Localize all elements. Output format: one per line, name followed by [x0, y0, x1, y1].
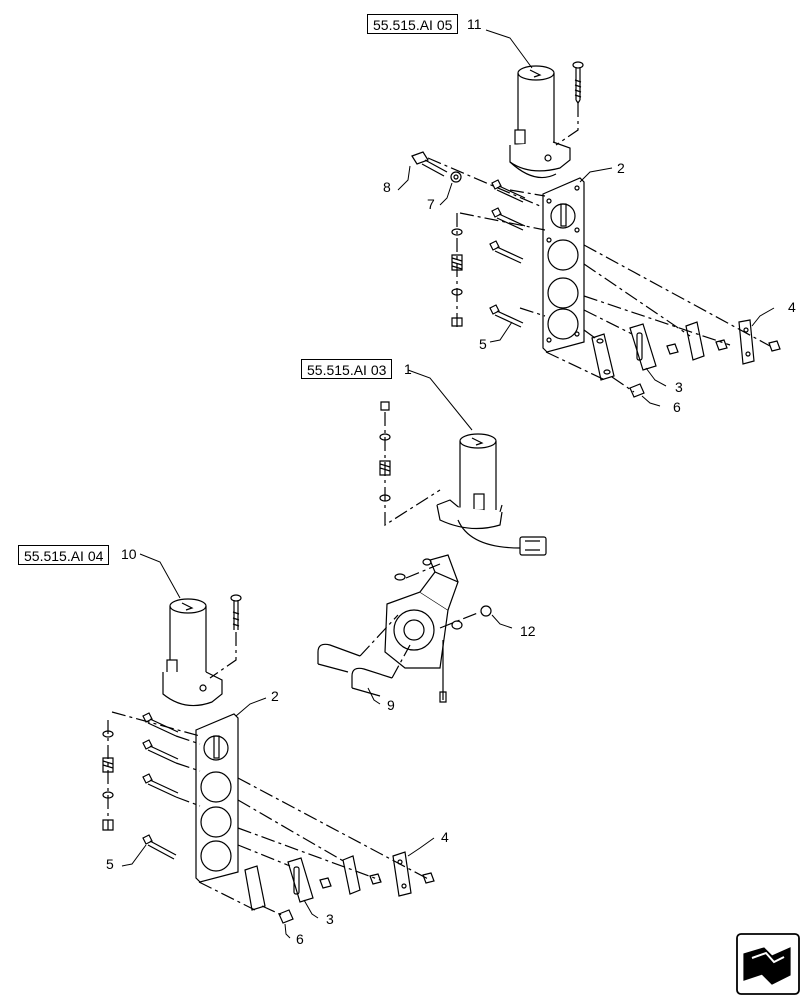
next-page-arrow-icon[interactable]: [736, 933, 800, 995]
callout-5-top: 5: [479, 336, 487, 352]
actuator-top: [509, 65, 571, 179]
plate-top: [542, 177, 585, 353]
callout-10: 10: [121, 546, 137, 562]
callout-9: 9: [387, 697, 395, 713]
clips-top: [591, 319, 755, 381]
leader-lines: [121, 29, 775, 939]
clips-left: [244, 851, 435, 924]
callout-11: 11: [467, 16, 482, 32]
callout-5-left: 5: [106, 856, 114, 872]
screw-left: [230, 594, 242, 630]
bolts-top: [411, 151, 526, 328]
mount-bracket: [384, 554, 492, 669]
callout-3-left: 3: [326, 911, 334, 927]
callout-4-top: 4: [788, 299, 796, 315]
callout-8: 8: [383, 179, 391, 195]
centerlines-left: [107, 632, 431, 917]
reference-box-middle[interactable]: 55.515.AI 03: [301, 359, 393, 379]
nuts-top: [629, 339, 781, 398]
actuator-left: [162, 598, 223, 707]
reference-box-left[interactable]: 55.515.AI 04: [18, 545, 110, 565]
callout-6-top: 6: [673, 399, 681, 415]
callout-2-top: 2: [617, 160, 625, 176]
callout-7: 7: [427, 196, 435, 212]
actuator-middle: [436, 433, 547, 556]
centerlines-top: [427, 103, 771, 393]
reference-box-top[interactable]: 55.515.AI 05: [367, 14, 459, 34]
callout-6-left: 6: [296, 931, 304, 947]
callout-1: 1: [404, 361, 412, 377]
callout-12: 12: [520, 623, 536, 639]
plate-left: [195, 713, 239, 883]
screw-top: [572, 61, 584, 105]
bolts-left: [142, 712, 179, 860]
centerlines-middle: [359, 412, 481, 679]
u-bolts: [317, 640, 447, 703]
callout-3-top: 3: [675, 379, 683, 395]
callout-2-left: 2: [271, 688, 279, 704]
callout-4-left: 4: [441, 829, 449, 845]
